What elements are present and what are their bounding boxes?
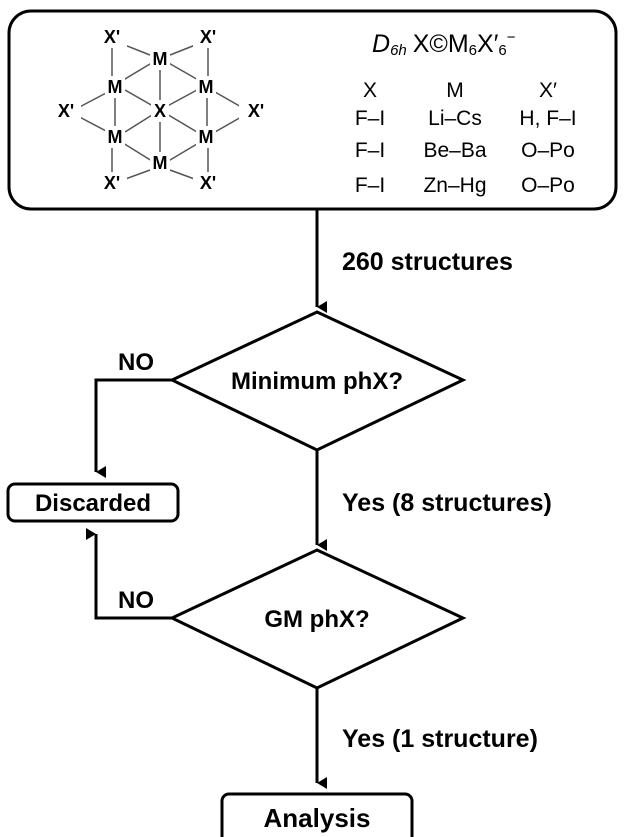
table-cell: Be–Ba [423, 139, 486, 162]
analysis-text: Analysis [264, 803, 371, 833]
metal-label-top: M [153, 49, 168, 69]
metal-label-lower-left: M [108, 127, 123, 147]
step2-label: Yes (8 structures) [342, 489, 552, 517]
discarded-text: Discarded [35, 490, 151, 517]
table-cell: H, F–I [519, 107, 576, 130]
center-x-label: X [154, 101, 166, 121]
xprime-label-bottom-right: X' [200, 173, 216, 193]
decision2-text: GM phX? [264, 606, 369, 633]
table-cell: Zn–Hg [423, 174, 486, 197]
header-box [7, 9, 618, 211]
no-branch-2 [86, 528, 172, 620]
table-cell: F–I [355, 139, 385, 162]
table-cell: F–I [355, 107, 385, 130]
table-header-m: M [446, 79, 464, 102]
table-cell: O–Po [521, 139, 575, 162]
metal-label-bottom: M [153, 153, 168, 173]
table-cell: F–I [355, 174, 385, 197]
step1-label: 260 structures [342, 248, 513, 276]
xprime-label-top-left: X' [104, 27, 120, 47]
no-label-1: NO [118, 349, 154, 376]
no-branch-1 [94, 378, 172, 478]
metal-label-lower-right: M [199, 127, 214, 147]
table-header-x: X [363, 79, 377, 102]
xprime-label-left: X' [58, 101, 74, 121]
decision1-text: Minimum phX? [231, 368, 403, 395]
xprime-label-top-right: X' [200, 27, 216, 47]
metal-label-upper-left: M [108, 77, 123, 97]
xprime-label-right: X' [248, 101, 264, 121]
molecule-labels: X' X' X' X' X' X' M M M X M M M [49, 26, 271, 194]
step3-label: Yes (1 structure) [342, 725, 538, 753]
table-cell: O–Po [521, 174, 575, 197]
table-header-xprime: X′ [539, 79, 557, 102]
discarded-box [6, 482, 180, 523]
xprime-label-bottom-left: X' [104, 173, 120, 193]
metal-label-upper-right: M [199, 77, 214, 97]
no-label-2: NO [118, 587, 154, 614]
analysis-box [220, 792, 414, 837]
composition-table: X M X′ F–I Li–Cs H, F–I F–I Be–Ba O–Po F… [355, 79, 577, 197]
table-cell: Li–Cs [428, 107, 482, 130]
